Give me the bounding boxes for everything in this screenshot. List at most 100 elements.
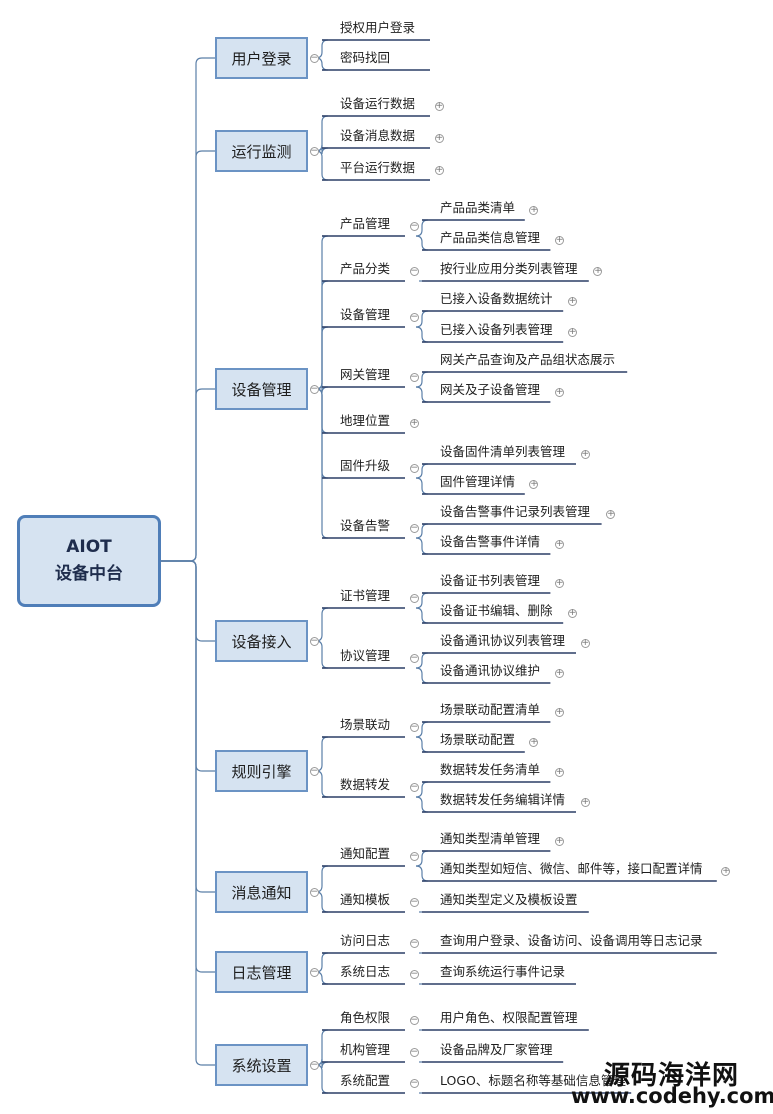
expand-toggle-icon[interactable]: + bbox=[554, 386, 564, 397]
leaf-label[interactable]: 设备品牌及厂家管理 bbox=[440, 1042, 553, 1057]
collapse-toggle-icon[interactable]: − bbox=[309, 1059, 319, 1070]
leaf-label[interactable]: 设备通讯协议列表管理 bbox=[440, 633, 566, 648]
leaf-label[interactable]: 平台运行数据 bbox=[340, 160, 416, 175]
leaf-label[interactable]: 已接入设备数据统计 bbox=[440, 291, 553, 306]
branch-node[interactable]: 规则引擎 bbox=[215, 750, 308, 792]
collapse-toggle-icon[interactable]: − bbox=[409, 522, 419, 533]
leaf-label[interactable]: 网关产品查询及产品组状态展示 bbox=[440, 352, 616, 367]
collapse-toggle-icon[interactable]: − bbox=[409, 850, 419, 861]
child-label[interactable]: 产品分类 bbox=[340, 261, 391, 276]
child-label[interactable]: 设备管理 bbox=[340, 307, 391, 322]
child-label[interactable]: 系统日志 bbox=[340, 964, 391, 979]
leaf-label[interactable]: 密码找回 bbox=[340, 50, 391, 65]
branch-node[interactable]: 系统设置 bbox=[215, 1044, 308, 1086]
leaf-label[interactable]: 设备消息数据 bbox=[340, 128, 416, 143]
collapse-toggle-icon[interactable]: − bbox=[309, 635, 319, 646]
expand-toggle-icon[interactable]: + bbox=[529, 478, 539, 489]
expand-toggle-icon[interactable]: + bbox=[529, 204, 539, 215]
leaf-label[interactable]: 设备告警事件详情 bbox=[440, 534, 541, 549]
expand-toggle-icon[interactable]: + bbox=[554, 667, 564, 678]
leaf-label[interactable]: 数据转发任务清单 bbox=[440, 762, 541, 777]
leaf-label[interactable]: 数据转发任务编辑详情 bbox=[440, 792, 566, 807]
collapse-toggle-icon[interactable]: − bbox=[409, 592, 419, 603]
expand-toggle-icon[interactable]: + bbox=[529, 736, 539, 747]
child-label[interactable]: 角色权限 bbox=[340, 1010, 391, 1025]
child-label[interactable]: 访问日志 bbox=[340, 933, 391, 948]
leaf-label[interactable]: 通知类型定义及模板设置 bbox=[440, 892, 578, 907]
expand-toggle-icon[interactable]: + bbox=[434, 164, 444, 175]
collapse-toggle-icon[interactable]: − bbox=[409, 1077, 419, 1088]
expand-toggle-icon[interactable]: + bbox=[567, 607, 577, 618]
collapse-toggle-icon[interactable]: − bbox=[309, 966, 319, 977]
leaf-label[interactable]: 固件管理详情 bbox=[440, 474, 516, 489]
leaf-label[interactable]: 查询用户登录、设备访问、设备调用等日志记录 bbox=[440, 933, 703, 948]
collapse-toggle-icon[interactable]: − bbox=[409, 265, 419, 276]
child-label[interactable]: 证书管理 bbox=[340, 588, 391, 603]
leaf-label[interactable]: 设备证书编辑、删除 bbox=[440, 603, 553, 618]
branch-node[interactable]: 日志管理 bbox=[215, 951, 308, 993]
expand-toggle-icon[interactable]: + bbox=[409, 417, 419, 428]
leaf-label[interactable]: 设备通讯协议维护 bbox=[440, 663, 541, 678]
leaf-label[interactable]: 查询系统运行事件记录 bbox=[440, 964, 566, 979]
collapse-toggle-icon[interactable]: − bbox=[409, 462, 419, 473]
collapse-toggle-icon[interactable]: − bbox=[309, 765, 319, 776]
child-label[interactable]: 协议管理 bbox=[340, 648, 391, 663]
child-label[interactable]: 数据转发 bbox=[340, 777, 391, 792]
expand-toggle-icon[interactable]: + bbox=[554, 234, 564, 245]
collapse-toggle-icon[interactable]: − bbox=[409, 311, 419, 322]
leaf-label[interactable]: 授权用户登录 bbox=[340, 20, 416, 35]
child-label[interactable]: 产品管理 bbox=[340, 216, 391, 231]
child-label[interactable]: 设备告警 bbox=[340, 518, 391, 533]
collapse-toggle-icon[interactable]: − bbox=[409, 968, 419, 979]
expand-toggle-icon[interactable]: + bbox=[434, 100, 444, 111]
collapse-toggle-icon[interactable]: − bbox=[409, 937, 419, 948]
collapse-toggle-icon[interactable]: − bbox=[409, 896, 419, 907]
leaf-label[interactable]: 网关及子设备管理 bbox=[440, 382, 541, 397]
expand-toggle-icon[interactable]: + bbox=[554, 766, 564, 777]
leaf-label[interactable]: 用户角色、权限配置管理 bbox=[440, 1010, 578, 1025]
leaf-label[interactable]: 场景联动配置 bbox=[440, 732, 516, 747]
collapse-toggle-icon[interactable]: − bbox=[309, 52, 319, 63]
leaf-label[interactable]: 已接入设备列表管理 bbox=[440, 322, 553, 337]
leaf-label[interactable]: 通知类型清单管理 bbox=[440, 831, 541, 846]
collapse-toggle-icon[interactable]: − bbox=[409, 220, 419, 231]
expand-toggle-icon[interactable]: + bbox=[580, 796, 590, 807]
child-label[interactable]: 通知模板 bbox=[340, 892, 391, 907]
leaf-label[interactable]: 设备告警事件记录列表管理 bbox=[440, 504, 591, 519]
leaf-label[interactable]: 场景联动配置清单 bbox=[440, 702, 541, 717]
child-label[interactable]: 系统配置 bbox=[340, 1073, 391, 1088]
expand-toggle-icon[interactable]: + bbox=[554, 577, 564, 588]
child-label[interactable]: 通知配置 bbox=[340, 846, 391, 861]
expand-toggle-icon[interactable]: + bbox=[580, 637, 590, 648]
expand-toggle-icon[interactable]: + bbox=[567, 326, 577, 337]
child-label[interactable]: 场景联动 bbox=[340, 717, 391, 732]
branch-node[interactable]: 设备接入 bbox=[215, 620, 308, 662]
leaf-label[interactable]: 产品品类信息管理 bbox=[440, 230, 541, 245]
child-label[interactable]: 机构管理 bbox=[340, 1042, 391, 1057]
branch-node[interactable]: 运行监测 bbox=[215, 130, 308, 172]
collapse-toggle-icon[interactable]: − bbox=[309, 383, 319, 394]
branch-node[interactable]: 设备管理 bbox=[215, 368, 308, 410]
leaf-label[interactable]: 产品品类清单 bbox=[440, 200, 516, 215]
expand-toggle-icon[interactable]: + bbox=[606, 508, 616, 519]
branch-node[interactable]: 用户登录 bbox=[215, 37, 308, 79]
expand-toggle-icon[interactable]: + bbox=[554, 835, 564, 846]
collapse-toggle-icon[interactable]: − bbox=[409, 1046, 419, 1057]
expand-toggle-icon[interactable]: + bbox=[434, 132, 444, 143]
expand-toggle-icon[interactable]: + bbox=[567, 295, 577, 306]
expand-toggle-icon[interactable]: + bbox=[580, 448, 590, 459]
expand-toggle-icon[interactable]: + bbox=[554, 538, 564, 549]
expand-toggle-icon[interactable]: + bbox=[593, 265, 603, 276]
collapse-toggle-icon[interactable]: − bbox=[409, 371, 419, 382]
expand-toggle-icon[interactable]: + bbox=[554, 706, 564, 717]
leaf-label[interactable]: LOGO、标题名称等基础信息管理 bbox=[440, 1073, 626, 1088]
child-label[interactable]: 地理位置 bbox=[340, 413, 391, 428]
branch-node[interactable]: 消息通知 bbox=[215, 871, 308, 913]
leaf-label[interactable]: 设备固件清单列表管理 bbox=[440, 444, 566, 459]
collapse-toggle-icon[interactable]: − bbox=[409, 652, 419, 663]
leaf-label[interactable]: 通知类型如短信、微信、邮件等，接口配置详情 bbox=[440, 861, 703, 876]
leaf-label[interactable]: 按行业应用分类列表管理 bbox=[440, 261, 578, 276]
child-label[interactable]: 固件升级 bbox=[340, 458, 391, 473]
collapse-toggle-icon[interactable]: − bbox=[409, 1014, 419, 1025]
